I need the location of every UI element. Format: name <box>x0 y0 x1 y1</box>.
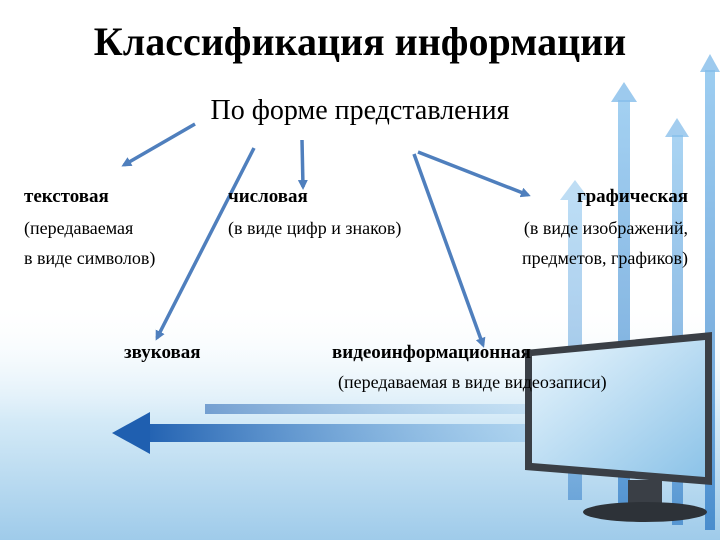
arrow-to-sound <box>155 147 256 341</box>
category-graphic: графическая <box>576 186 688 207</box>
arrow-to-video <box>412 153 486 348</box>
arrow-to-text <box>121 122 196 167</box>
monitor-icon <box>525 332 712 522</box>
arrow-to-graphic <box>417 150 531 198</box>
category-text: текстовая <box>24 186 109 207</box>
category-text-desc-1: (передаваемая <box>24 218 134 238</box>
category-graphic-desc-2: предметов, графиков) <box>521 248 688 268</box>
category-number-desc: (в виде цифр и знаков) <box>228 218 402 238</box>
category-graphic-desc-1: (в виде изображений, <box>523 218 688 238</box>
category-video-desc: (передаваемая в виде видеозаписи) <box>338 372 607 392</box>
horizontal-arrows <box>112 404 605 454</box>
slide-subtitle: По форме представления <box>210 95 510 126</box>
arrow-to-number <box>297 139 308 190</box>
category-text-desc-2: в виде символов) <box>24 248 156 268</box>
slide-title: Классификация информации <box>93 19 627 64</box>
category-number: числовая <box>228 186 308 207</box>
category-sound: звуковая <box>124 342 201 363</box>
category-video: видеоинформационная <box>332 342 531 363</box>
